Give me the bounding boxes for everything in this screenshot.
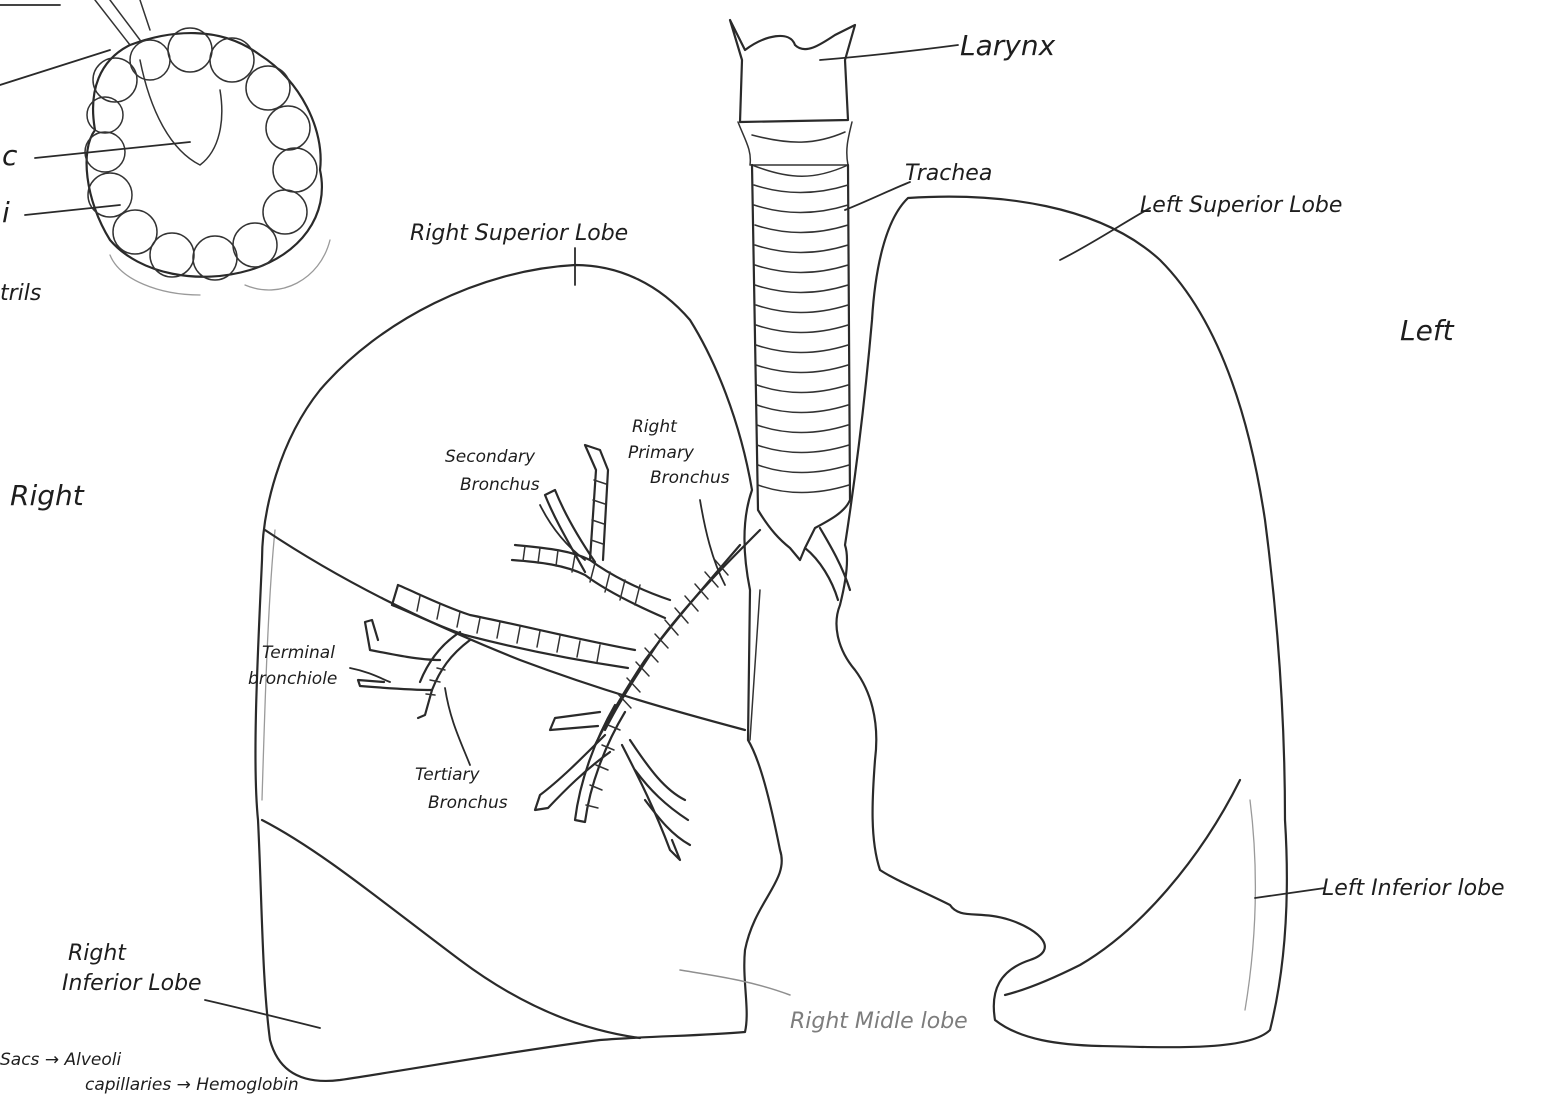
tertiary-bronchus-label-line2: Bronchus [428,793,508,813]
sacs-alveoli-note: Sacs → Alveoli [0,1050,121,1070]
alveolar-label-i: i [2,196,10,229]
right-bronchial-tree [358,445,760,860]
right-inferior-lobe-label: Right Inferior Lobe [62,941,202,996]
terminal-bronchiole-label: Terminal bronchiole [248,643,337,689]
right-side-label: Right [10,479,85,512]
trachea-label: Trachea [905,161,992,186]
tertiary-bronchus-label-line1: Tertiary [415,765,481,785]
larynx-label: Larynx [960,29,1056,62]
alveolar-sac-cluster [85,0,330,295]
right-inferior-lobe-label-line1: Right [68,941,127,966]
trachea [752,165,850,600]
right-primary-bronchus-label-line3: Bronchus [650,468,730,488]
tertiary-bronchus-label: Tertiary Bronchus [415,765,508,813]
right-superior-lobe-label: Right Superior Lobe [410,221,628,246]
left-lung [836,197,1286,1048]
right-primary-bronchus-label-line1: Right [632,417,678,437]
nostrils-label: trils [0,281,41,306]
terminal-bronchiole-label-line2: bronchiole [248,669,337,689]
right-primary-bronchus-label-line2: Primary [628,443,695,463]
secondary-bronchus-label-line1: Secondary [445,447,536,467]
terminal-bronchiole-label-line1: Terminal [262,643,335,663]
left-inferior-lobe-label: Left Inferior lobe [1322,876,1505,901]
alveolar-label-c: c [2,139,18,172]
right-inferior-lobe-label-line2: Inferior Lobe [62,971,202,996]
left-side-label: Left [1400,314,1455,347]
left-superior-lobe-label: Left Superior Lobe [1140,193,1342,218]
secondary-bronchus-label: Secondary Bronchus [445,447,540,495]
right-middle-lobe-label: Right Midle lobe [790,1009,968,1034]
secondary-bronchus-label-line2: Bronchus [460,475,540,495]
larynx [730,20,855,176]
capillaries-hemoglobin-note: capillaries → Hemoglobin [85,1075,299,1095]
right-primary-bronchus-label: Right Primary Bronchus [628,417,730,488]
